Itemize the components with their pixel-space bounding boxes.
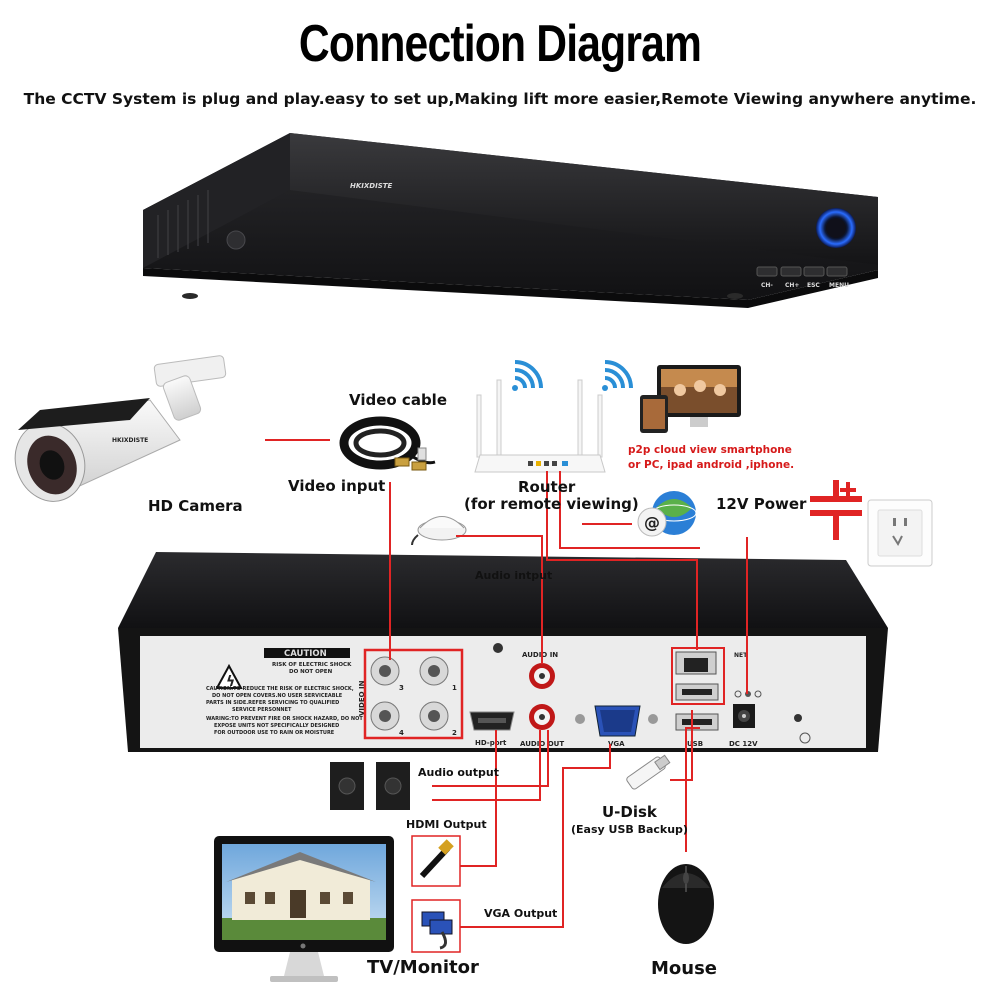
hdmi-cable-icon [411, 835, 461, 887]
vga-cable-icon [411, 899, 461, 953]
video-cable-label: Video cable [349, 391, 447, 409]
caution-sub-2: DO NOT OPEN [289, 669, 333, 675]
audio-input-label: Audio intput [475, 569, 553, 582]
bnc-number-3: 3 [399, 684, 404, 692]
page-title: Connection Diagram [298, 15, 702, 73]
mouse-icon [658, 864, 714, 944]
page-subtitle: The CCTV System is plug and play.easy to… [23, 90, 977, 108]
internet-icon: @ [637, 491, 697, 537]
caution-text-7: FOR OUTDOOR USE TO RAIN OR MOISTURE [214, 730, 335, 736]
hdmi-port[interactable] [469, 711, 515, 731]
udisk-label: U-Disk [602, 803, 657, 821]
wifi-icon [602, 360, 633, 391]
video-input-label: Video input [288, 477, 386, 495]
usb-label: USB [687, 740, 703, 748]
dc-power-port[interactable] [733, 704, 755, 728]
dvr-front-view: HKIXDISTE CH- CH+ ESC MENU [143, 133, 878, 308]
power-symbol-icon [810, 480, 862, 540]
p2p-line-1: p2p cloud view smartphone [628, 444, 792, 456]
speakers-icon [330, 762, 410, 810]
wifi-icon [512, 360, 543, 391]
dvr-rear-view: ϟ CAUTION RISK OF ELECTRIC SHOCK DO NOT … [118, 552, 888, 752]
audio-out-port[interactable] [529, 704, 555, 730]
monitor-label: TV/Monitor [367, 957, 479, 978]
network-port[interactable] [675, 651, 717, 675]
btn-ch-plus[interactable]: CH+ [785, 282, 799, 289]
audio-output-label: Audio output [418, 766, 499, 779]
router-icon [474, 379, 606, 473]
btn-ch-minus[interactable]: CH- [761, 282, 773, 289]
btn-esc[interactable]: ESC [807, 282, 820, 289]
wall-outlet-icon [867, 499, 933, 567]
router-sublabel: (for remote viewing) [464, 495, 639, 513]
monitor-icon [214, 836, 394, 982]
caution-text-2: DO NOT OPEN COVERS.NO USER SERVICEABLE [212, 693, 343, 699]
udisk-sublabel: (Easy USB Backup) [571, 823, 688, 836]
hdmi-output-label: HDMI Output [406, 818, 487, 831]
dvr-brand: HKIXDISTE [350, 182, 393, 190]
caution-text-5: WARING:TO PREVENT FIRE OR SHOCK HAZARD, … [206, 716, 363, 722]
dc-label: DC 12V [729, 740, 758, 748]
vga-port[interactable] [575, 705, 658, 737]
caution-text-3: PARTS IN SIDE.REFER SERVICING TO QUALIFI… [206, 700, 339, 706]
camera-label: HD Camera [148, 497, 243, 515]
caution-title: CAUTION [284, 649, 327, 659]
caution-text-4: SERVICE PERSONNET [232, 707, 292, 713]
p2p-devices-icon [640, 365, 741, 433]
bnc-number-2: 2 [452, 729, 457, 737]
vga-output-label: VGA Output [484, 907, 558, 920]
dvr-front-buttons: CH- CH+ ESC MENU [756, 266, 849, 289]
video-cable-icon [339, 416, 436, 471]
svg-text:@: @ [644, 513, 660, 532]
caution-text-1: CAUTION:TO REDUCE THE RISK OF ELECTRIC S… [206, 686, 354, 692]
router-label: Router [518, 478, 576, 496]
vga-label: VGA [608, 740, 625, 748]
svg-text:ϟ: ϟ [226, 674, 235, 690]
usb-ports[interactable] [675, 683, 719, 731]
bnc-number-4: 4 [399, 729, 404, 737]
usb-stick-icon [626, 754, 671, 790]
mouse-label: Mouse [651, 958, 718, 979]
video-in-ports[interactable]: 3 1 4 2 VIDEO IN [358, 656, 457, 737]
hd-port-label: HD-port [475, 739, 507, 747]
microphone-icon [411, 516, 467, 546]
camera-icon: HKIXDISTE [14, 355, 227, 502]
power-label: 12V Power [716, 495, 807, 513]
btn-menu[interactable]: MENU [829, 282, 849, 289]
caution-sub-1: RISK OF ELECTRIC SHOCK [272, 662, 352, 668]
caution-text-6: EXPOSE UNITS NOT SPECIFICALLY DESIGNED [214, 723, 339, 729]
camera-brand: HKIXDISTE [112, 437, 148, 444]
video-in-label: VIDEO IN [358, 680, 366, 716]
connection-lines [389, 471, 748, 928]
bnc-number-1: 1 [452, 684, 457, 692]
audio-out-label: AUDIO OUT [520, 740, 564, 748]
caution-label: ϟ CAUTION RISK OF ELECTRIC SHOCK DO NOT … [206, 648, 363, 736]
audio-in-port[interactable] [529, 663, 555, 689]
audio-in-label: AUDIO IN [522, 651, 558, 659]
video-in-highlight [363, 648, 464, 740]
p2p-line-2: or PC, ipad android ,iphone. [628, 459, 795, 471]
net-label: NET [734, 652, 748, 659]
